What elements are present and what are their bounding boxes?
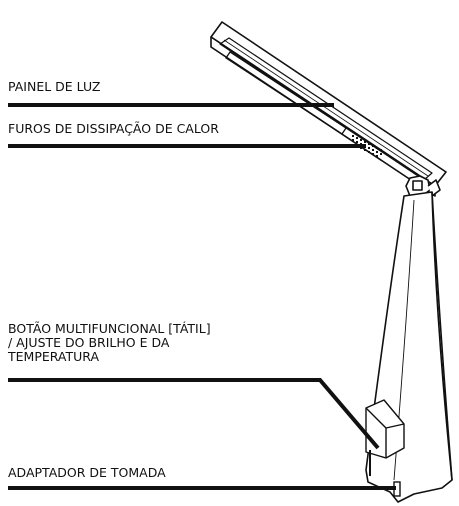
light-panel: [225, 51, 347, 135]
label-touch-button: BOTÃO MULTIFUNCIONAL [TÁTIL] / AJUSTE DO…: [8, 321, 211, 364]
leader-lines: [8, 103, 396, 490]
leader-touch-button: [8, 378, 380, 450]
hinge: [405, 175, 441, 197]
label-power-adapter: ADAPTADOR DE TOMADA: [8, 465, 166, 480]
lamp-head: [210, 21, 447, 197]
label-light-panel: PAINEL DE LUZ: [8, 79, 101, 94]
label-heat-vents: FUROS DE DISSIPAÇÃO DE CALOR: [8, 121, 219, 136]
